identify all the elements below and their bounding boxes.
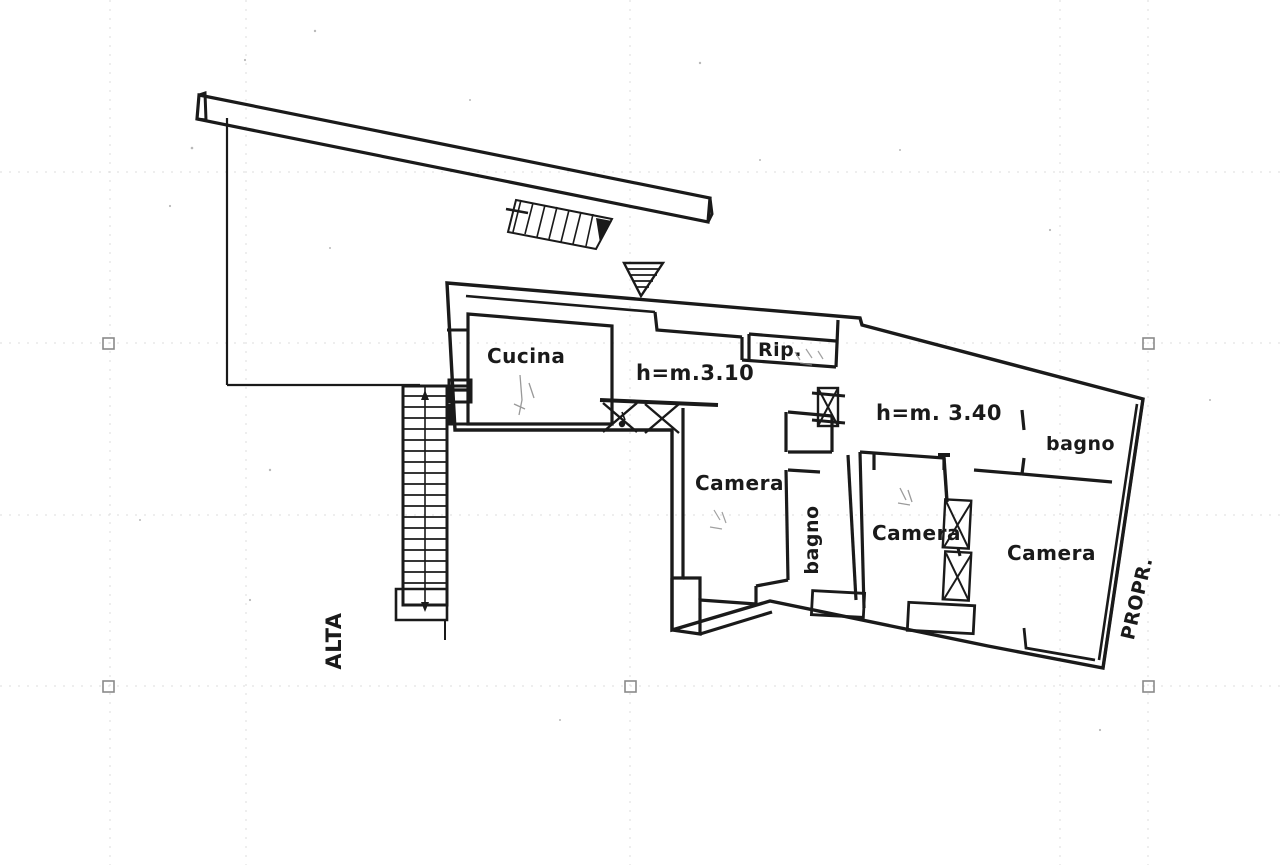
balcony-beam (195, 90, 714, 224)
room-camera-3-walls (973, 457, 1113, 484)
opening-hatch-rip (811, 386, 846, 428)
room-label-bagno-right: bagno (1046, 433, 1115, 455)
balcony-stair-hatch (505, 198, 614, 251)
room-label-ripostiglio: Rip. (758, 339, 802, 361)
registration-mark (1142, 337, 1155, 350)
registration-mark (1142, 680, 1155, 693)
camera-1-pencil-marks (709, 509, 727, 530)
stair-direction-label: ALTA (322, 612, 346, 669)
partition-hatch (938, 453, 973, 602)
registration-marks (102, 337, 1155, 693)
room-label-camera-2: Camera (872, 521, 961, 545)
room-label-bagno-center: bagno (801, 505, 823, 574)
room-bagno-right-walls (1020, 409, 1026, 431)
registration-mark (624, 680, 637, 693)
room-cucina-walls (447, 312, 614, 426)
room-label-camera-1: Camera (695, 471, 784, 495)
north-marker-icon (622, 261, 666, 299)
property-boundary-line (1101, 398, 1145, 669)
registration-mark (102, 337, 115, 350)
scan-specks (139, 29, 1211, 732)
camera-2-pencil-marks (897, 487, 913, 506)
pencil-squiggle (513, 374, 535, 416)
ceiling-height-right-label: h=m. 3.40 (876, 401, 1002, 425)
cucina-door-jambs (447, 378, 473, 426)
opening-hatch-double (599, 398, 719, 434)
room-bagno-center-walls (787, 410, 858, 601)
room-camera-1-walls (672, 408, 790, 600)
property-boundary-label: PROPR. (1117, 555, 1157, 642)
corridor-walls (653, 311, 840, 369)
ceiling-height-left-label: h=m.3.10 (636, 361, 754, 385)
ripostiglio-pencil-marks (794, 348, 824, 366)
main-staircase (394, 384, 449, 640)
apartment-outer-walls (445, 281, 1145, 671)
registration-mark (102, 680, 115, 693)
room-label-camera-3: Camera (1007, 541, 1096, 565)
property-line-left (225, 118, 420, 387)
lower-facade-openings (809, 589, 1096, 662)
lower-left-outline (670, 578, 773, 636)
apartment-outer-walls-inner (465, 294, 1139, 661)
room-label-cucina: Cucina (487, 344, 565, 368)
room-ripostiglio-walls (747, 332, 837, 360)
